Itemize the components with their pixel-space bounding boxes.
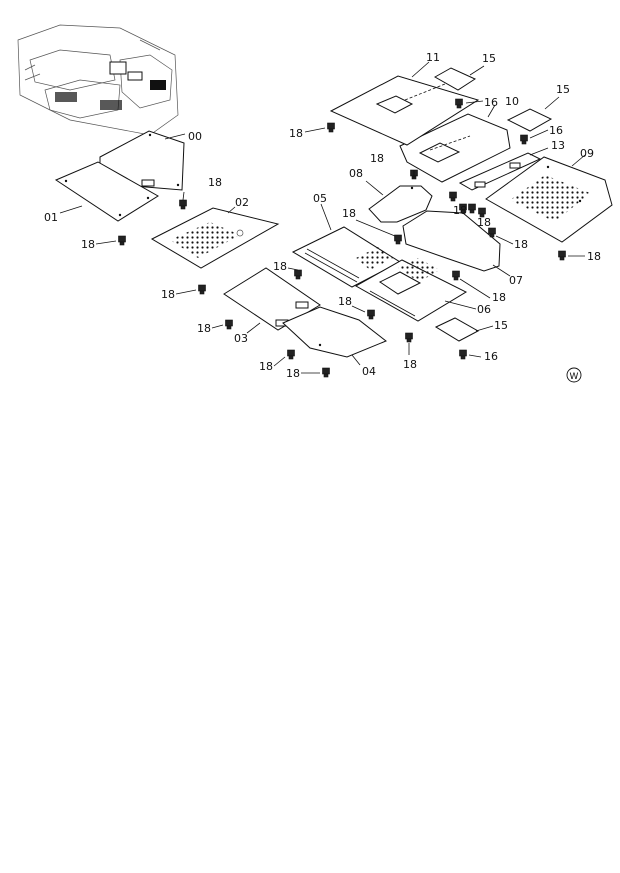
label-16-c: 16 xyxy=(484,350,498,363)
label-11: 11 xyxy=(426,51,440,64)
panel-01 xyxy=(54,161,159,222)
label-18: 18 xyxy=(492,291,506,304)
cover-15-a xyxy=(433,65,485,91)
panel-04 xyxy=(282,306,387,366)
label-13: 13 xyxy=(551,139,565,152)
w-mark: W xyxy=(566,367,582,383)
label-06: 06 xyxy=(477,303,491,316)
label-18: 18 xyxy=(81,238,95,251)
label-18: 18 xyxy=(286,367,300,380)
label-15-a: 15 xyxy=(482,52,496,65)
label-02: 02 xyxy=(235,196,249,209)
label-18: 18 xyxy=(289,127,303,140)
label-18: 18 xyxy=(370,152,384,165)
label-00: 00 xyxy=(188,130,202,143)
label-18: 18 xyxy=(342,207,356,220)
label-18: 18 xyxy=(208,176,222,189)
label-03: 03 xyxy=(234,332,248,345)
label-18: 18 xyxy=(403,358,417,371)
label-18: 18 xyxy=(338,295,352,308)
label-01: 01 xyxy=(44,211,58,224)
label-18: 18 xyxy=(197,322,211,335)
label-04: 04 xyxy=(362,365,376,378)
overview-thumbnail xyxy=(17,24,179,136)
part-labels: 00 01 02 03 04 05 06 07 08 09 10 11 13 1… xyxy=(44,51,601,380)
label-16-b: 16 xyxy=(549,124,563,137)
label-18: 18 xyxy=(259,360,273,373)
bolt-leaders xyxy=(95,100,585,374)
label-18: 18 xyxy=(514,238,528,251)
panel-09 xyxy=(485,154,613,243)
label-18: 18 xyxy=(273,260,287,273)
cover-15-c xyxy=(434,317,494,342)
label-16-a: 16 xyxy=(484,96,498,109)
panel-11 xyxy=(329,61,480,146)
label-08: 08 xyxy=(349,167,363,180)
cover-15-b xyxy=(506,96,560,132)
label-18: 18 xyxy=(587,250,601,263)
panel-08 xyxy=(365,180,433,223)
panel-07 xyxy=(402,210,511,277)
label-18: 18 xyxy=(453,204,467,217)
label-07: 07 xyxy=(509,274,523,287)
label-09: 09 xyxy=(580,147,594,160)
label-15-b: 15 xyxy=(556,83,570,96)
label-10: 10 xyxy=(505,95,519,108)
label-05: 05 xyxy=(313,192,327,205)
label-15-c: 15 xyxy=(494,319,508,332)
panel-02 xyxy=(150,206,280,269)
bracket-13 xyxy=(458,147,549,191)
w-mark-text: W xyxy=(570,372,579,382)
panel-10 xyxy=(399,104,511,183)
label-18: 18 xyxy=(161,288,175,301)
panel-06 xyxy=(354,258,477,322)
panel-03 xyxy=(223,267,321,334)
label-18: 18 xyxy=(477,216,491,229)
